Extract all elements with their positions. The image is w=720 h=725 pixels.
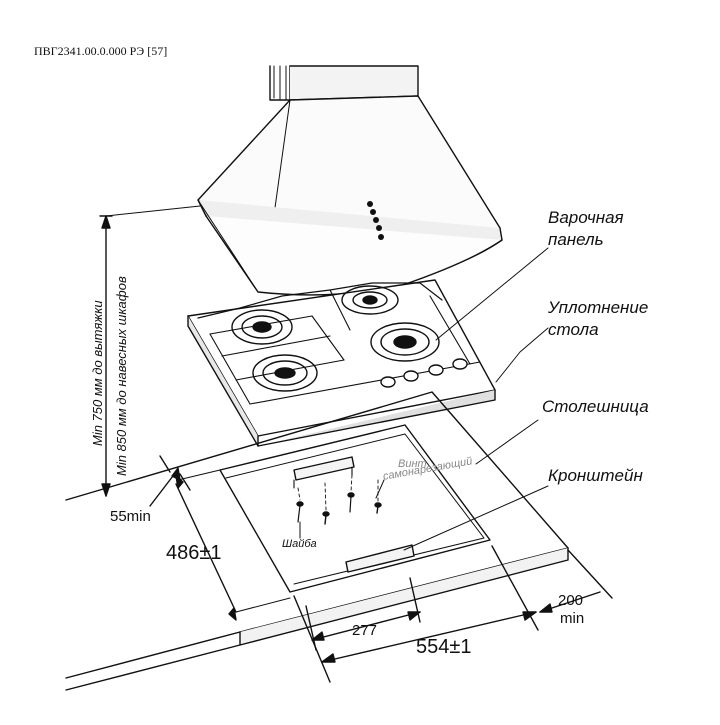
- dim-edge-min: 55min: [110, 508, 151, 525]
- burner-front-left: [252, 354, 318, 392]
- label-screw-line1: Винт: [398, 458, 427, 470]
- note-hood-min: Min 750 мм до вытяжки: [90, 300, 105, 446]
- label-hob-line1: Варочная: [548, 208, 624, 227]
- hob-panel: [187, 279, 496, 447]
- dim-wall-gap-value: 200: [558, 592, 584, 609]
- label-seal-line2: стола: [548, 320, 599, 339]
- label-washer: Шайба: [282, 538, 317, 550]
- burner-front-right: [370, 322, 440, 362]
- dim-cutout-width: 554±1: [416, 636, 472, 658]
- dim-bracket-spacing: 277: [352, 622, 378, 639]
- edge-dimension: [149, 455, 221, 507]
- control-knobs: [380, 358, 468, 388]
- note-cabinets-min: Min 850 мм до навесных шкафов: [114, 276, 129, 476]
- hood-buttons: [367, 201, 384, 240]
- depth-dimension: [175, 475, 291, 621]
- leader-lines: [299, 247, 549, 551]
- wall-gap-dimension: [539, 549, 613, 613]
- width-dimension: [293, 545, 539, 683]
- bracket-rear: [293, 456, 355, 489]
- assembly-lines: [297, 474, 379, 511]
- label-bracket: Кронштейн: [548, 466, 643, 485]
- burner-rear-right: [341, 285, 399, 315]
- screws: [296, 492, 382, 525]
- height-dimension: [99, 205, 201, 497]
- document-code: ПВГ2341.00.0.000 РЭ [57]: [34, 44, 168, 58]
- bracket-spacing-dimension: [305, 577, 421, 651]
- countertop: [65, 391, 569, 691]
- dim-wall-gap-unit: min: [560, 610, 585, 627]
- bracket-front: [345, 544, 415, 573]
- label-seal-line1: Уплотнение: [548, 298, 649, 317]
- dim-cutout-depth: 486±1: [166, 542, 222, 564]
- label-countertop: Столешница: [542, 397, 649, 416]
- cooker-hood: [197, 65, 503, 296]
- burner-rear-left: [231, 309, 293, 345]
- label-hob-line2: панель: [548, 230, 604, 249]
